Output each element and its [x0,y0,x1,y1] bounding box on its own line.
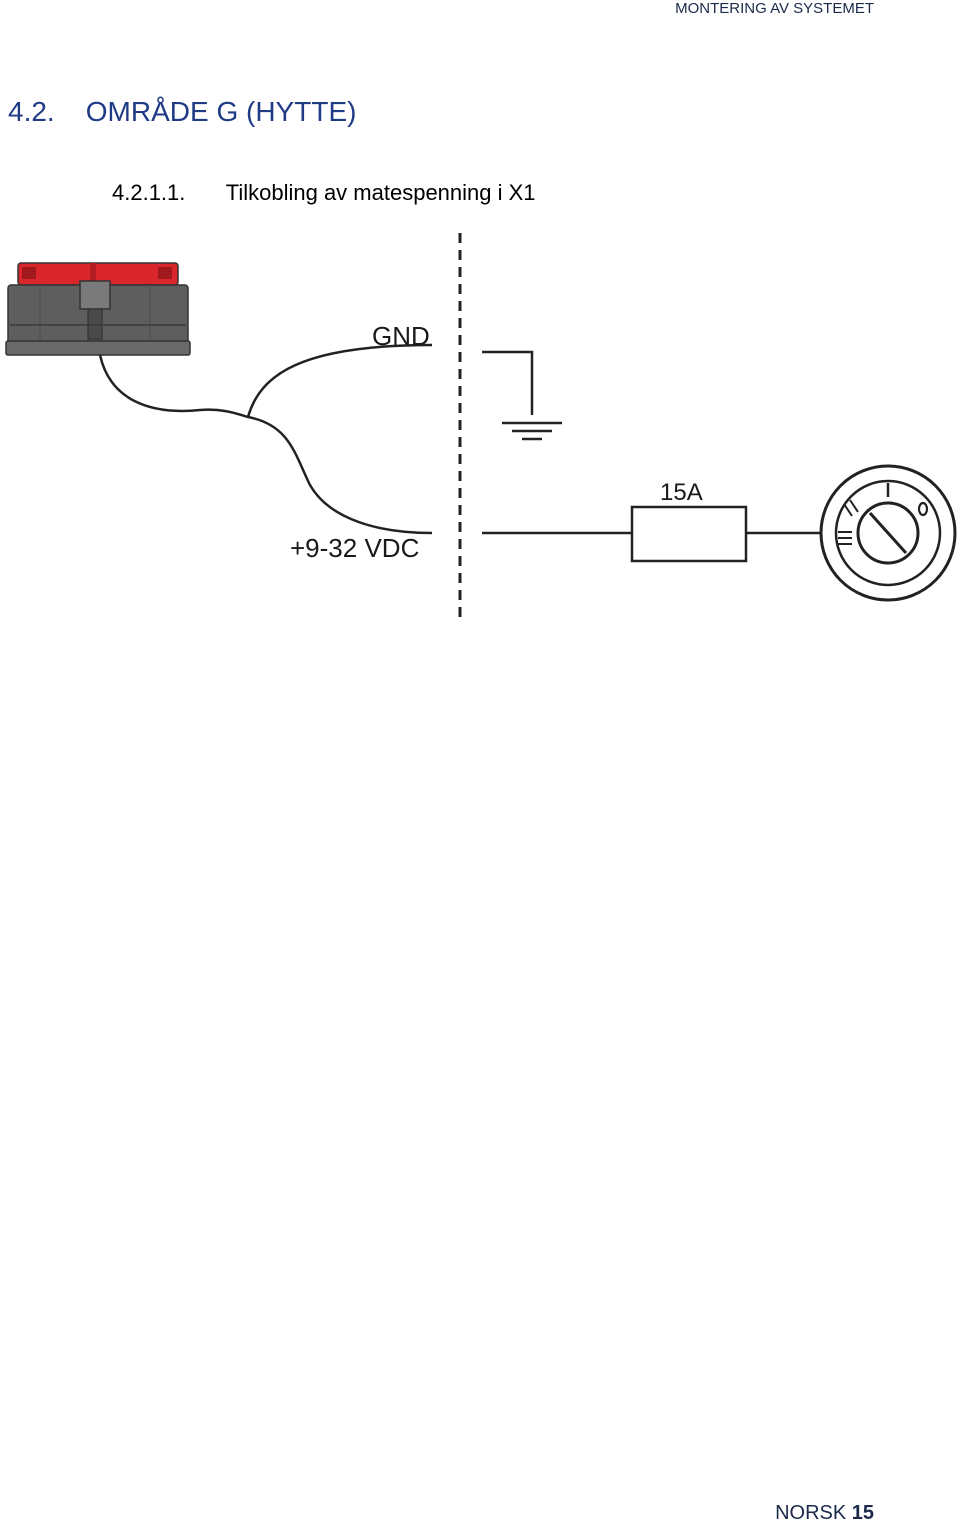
section-number: 4.2. [8,96,55,127]
wiring-diagram: GND +9-32 VDC 15A [5,233,957,617]
fuse-rating-label: 15A [660,479,703,506]
subsection-number: 4.2.1.1. [112,180,186,205]
subsection-title: Tilkobling av matespenning i X1 [225,180,536,205]
running-header: MONTERING AV SYSTEMET [675,0,874,17]
footer-language: NORSK [775,1502,847,1524]
section-title: OMRÅDE G (HYTTE) [85,96,357,127]
page-footer: NORSK 15 [775,1502,874,1525]
page-number: 15 [851,1502,874,1524]
fuse [630,505,748,563]
gnd-label: GND [372,321,430,351]
subsection-heading: 4.2.1.1. Tilkobling av matespenning i X1 [112,180,536,206]
connector-x1 [5,262,191,356]
cable [98,343,433,535]
ignition-switch-icon [819,464,957,602]
supply-voltage-label: +9-32 VDC [290,533,419,563]
ground-symbol [482,350,562,441]
section-heading: 4.2. OMRÅDE G (HYTTE) [8,96,356,128]
